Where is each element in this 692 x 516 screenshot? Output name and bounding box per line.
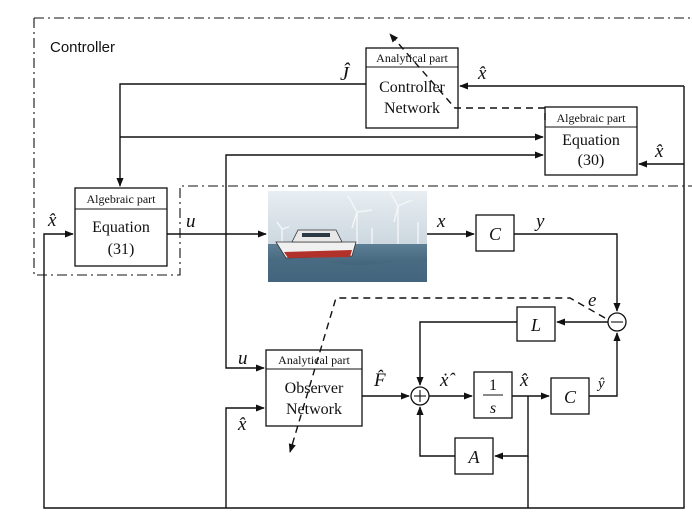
equation30-header: Algebraic part (557, 111, 627, 125)
x-hat-right-bus (528, 86, 685, 509)
label-x: x (436, 211, 446, 232)
c-top-label: C (489, 224, 502, 244)
equation30-line2: (30) (578, 152, 605, 169)
label-u-observer: u (238, 348, 248, 369)
c-bottom-label: C (564, 387, 577, 407)
integrator-denominator: s (490, 400, 496, 417)
dashed-tuning-observer (288, 297, 606, 453)
label-x-hat-eq31: x̂ (47, 210, 57, 231)
observer-network-line2: Network (286, 401, 342, 418)
controller-network-block: Analytical part Controller Network (365, 47, 459, 129)
label-j-hat: Ĵ (340, 61, 351, 85)
l-gain-block: L (516, 306, 556, 342)
c-bottom-block: C (550, 377, 590, 415)
x-hat-to-eq31-line (43, 230, 528, 509)
observer-network-block: Analytical part Observer Network (265, 349, 363, 427)
dashed-tuning-controller (389, 33, 546, 120)
label-x-hat-observer: x̂ (237, 414, 247, 435)
integrator-block: 1 s (473, 371, 513, 419)
sum-junction-error (607, 312, 627, 332)
l-to-sum-line (416, 321, 517, 386)
controller-network-line1: Controller (379, 79, 445, 96)
to-eq30-line-bottom (225, 151, 544, 234)
label-x-hat-dot: ẋ̂ (439, 370, 456, 391)
equation31-header: Algebraic part (87, 192, 157, 206)
equation30-line1: Equation (562, 132, 620, 149)
u-to-observer-line (225, 234, 265, 372)
a-gain-label: A (468, 447, 481, 467)
label-f-hat: F̂ (373, 370, 386, 391)
controller-label: Controller (50, 39, 115, 56)
equation30-block: Algebraic part Equation (30) (544, 106, 638, 176)
equation31-line2: (31) (108, 241, 135, 258)
l-gain-label: L (530, 315, 541, 335)
label-e: e (588, 290, 596, 311)
observer-network-header: Analytical part (278, 353, 350, 367)
y-hat-to-junction-line (589, 332, 621, 397)
ship-image (268, 191, 427, 282)
j-hat-line (116, 83, 366, 187)
equation31-block: Algebraic part Equation (31) (74, 187, 168, 267)
integrator-numerator: 1 (489, 377, 497, 394)
label-y-hat: ŷ (596, 376, 605, 392)
y-to-junction-line (514, 233, 621, 312)
c-top-block: C (475, 214, 515, 252)
a-to-sum-line (416, 406, 455, 457)
a-gain-block: A (454, 437, 494, 475)
x-hat-to-observer-line (225, 404, 265, 508)
label-x-hat-eq30: x̂ (654, 141, 664, 162)
controller-network-line2: Network (384, 100, 440, 117)
label-x-hat-integrator: x̂ (519, 370, 529, 391)
equation31-line1: Equation (92, 219, 150, 236)
controller-network-header: Analytical part (376, 51, 448, 65)
label-y: y (534, 211, 545, 232)
sum-junction-observer (410, 386, 430, 406)
label-u-top: u (186, 211, 196, 232)
controller-region-border (33, 17, 692, 276)
observer-network-line1: Observer (285, 380, 344, 397)
label-x-hat-controller: x̂ (477, 63, 487, 84)
